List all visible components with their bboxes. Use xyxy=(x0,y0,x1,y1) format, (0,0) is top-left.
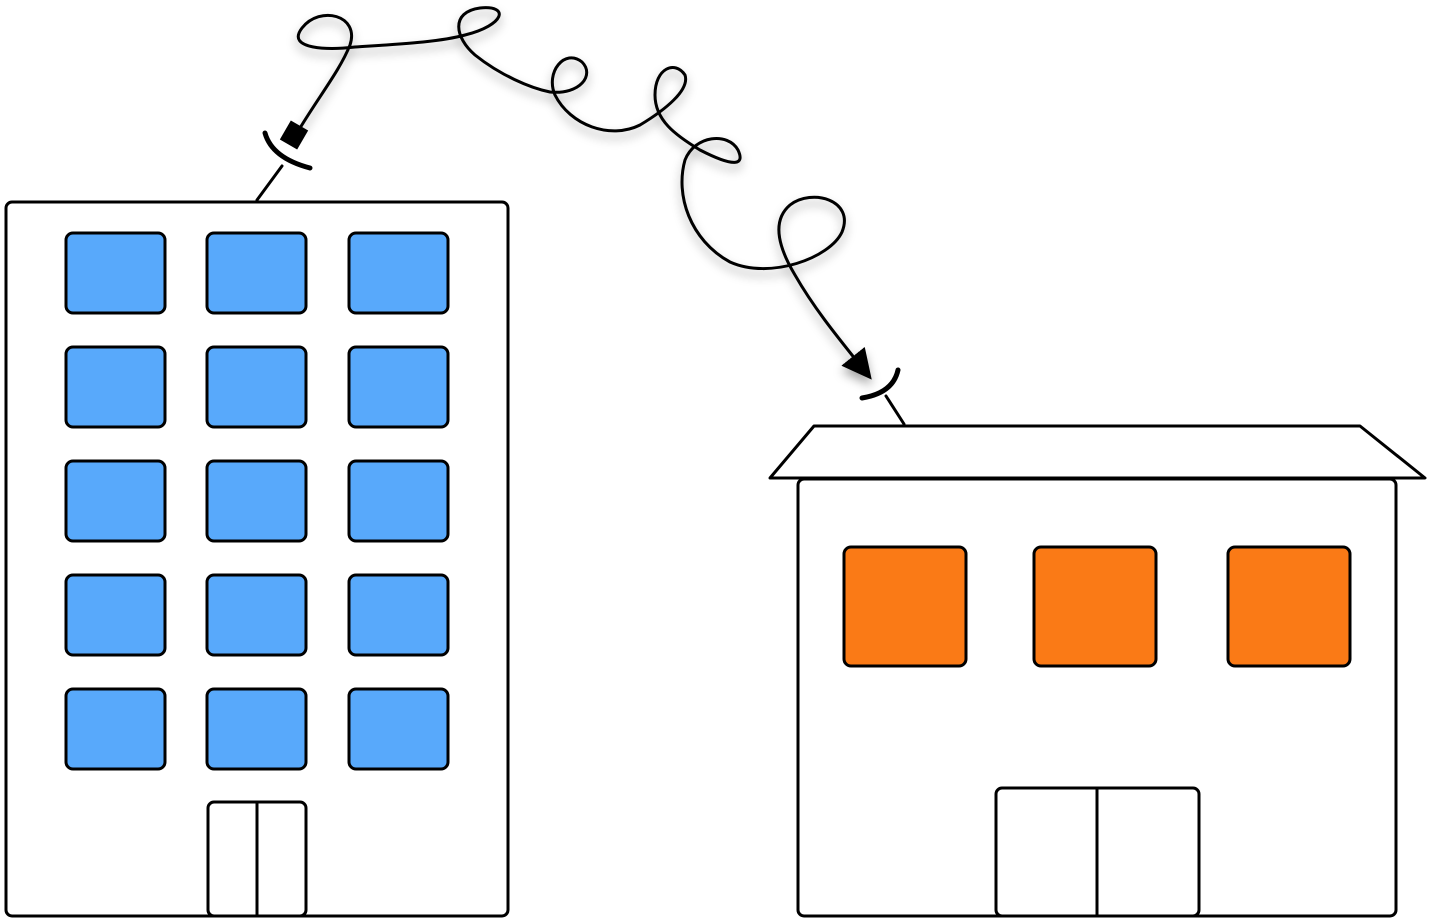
office-window xyxy=(205,573,308,657)
office-window xyxy=(347,687,450,771)
office-window xyxy=(64,459,167,543)
office-windows xyxy=(64,231,450,771)
office-window xyxy=(347,345,450,429)
wireless-signal-link xyxy=(297,6,872,380)
office-window xyxy=(64,687,167,771)
house-window xyxy=(1226,545,1352,668)
office-window xyxy=(347,231,450,315)
office-window xyxy=(205,459,308,543)
office-window xyxy=(347,459,450,543)
transmitter-icon xyxy=(279,120,309,150)
satellite-dish-icon xyxy=(255,120,313,202)
office-window xyxy=(347,573,450,657)
house xyxy=(768,424,1427,918)
house-window xyxy=(1032,545,1158,668)
office-building xyxy=(4,200,510,918)
house-door xyxy=(994,786,1201,918)
receiver-dish-icon xyxy=(859,367,906,426)
office-window xyxy=(205,345,308,429)
office-window xyxy=(64,345,167,429)
office-window xyxy=(64,231,167,315)
office-window xyxy=(205,231,308,315)
office-window xyxy=(205,687,308,771)
house-roof xyxy=(768,424,1427,480)
office-door xyxy=(206,800,308,918)
house-windows xyxy=(842,545,1352,668)
house-window xyxy=(842,545,968,668)
office-window xyxy=(64,573,167,657)
